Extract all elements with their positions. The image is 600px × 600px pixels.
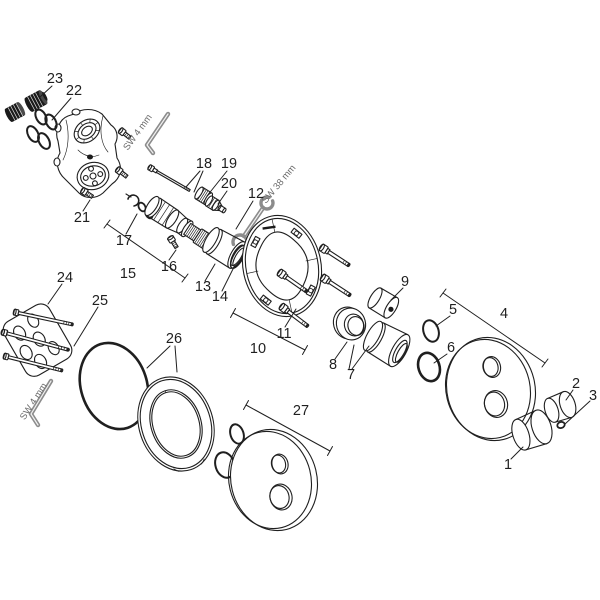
svg-text:24: 24 xyxy=(57,270,73,286)
allen-key-top: SW 4 mm xyxy=(121,111,171,156)
body-port-boss xyxy=(73,118,101,144)
screw-16 xyxy=(166,234,180,250)
svg-text:19: 19 xyxy=(221,156,237,172)
valve-body-drawing: SW 4 mm 23 22 21 xyxy=(4,71,171,226)
svg-text:9: 9 xyxy=(401,274,409,290)
sleeve-7 xyxy=(362,320,411,368)
svg-text:20: 20 xyxy=(221,176,237,192)
svg-text:7: 7 xyxy=(347,367,355,383)
cartridge-group: 15 16 17 18 19 20 xyxy=(103,156,237,283)
svg-text:8: 8 xyxy=(329,357,337,373)
callout-19: 19 xyxy=(206,156,237,197)
callout-26: 26 xyxy=(146,331,182,373)
callout-13: 13 xyxy=(195,263,216,295)
stop-ring-8 xyxy=(332,306,367,341)
callout-8: 8 xyxy=(329,341,348,373)
svg-text:6: 6 xyxy=(447,340,455,356)
svg-text:15: 15 xyxy=(120,266,136,282)
svg-text:10: 10 xyxy=(250,341,266,357)
svg-text:14: 14 xyxy=(212,289,228,305)
seal-ring-26 xyxy=(78,341,215,472)
svg-text:4: 4 xyxy=(500,306,508,322)
svg-text:2: 2 xyxy=(572,376,580,392)
svg-text:1: 1 xyxy=(504,457,512,473)
callout-21: 21 xyxy=(74,199,91,226)
svg-text:16: 16 xyxy=(161,259,177,275)
svg-text:25: 25 xyxy=(92,293,108,309)
allen-key-bottom: SW 4 mm xyxy=(18,378,54,428)
mounting-screw-2 xyxy=(318,272,354,300)
svg-text:18: 18 xyxy=(196,156,212,172)
callout-23: 23 xyxy=(39,71,63,98)
svg-text:11: 11 xyxy=(276,326,291,342)
oring-6 xyxy=(416,351,442,383)
mounting-screw-1 xyxy=(317,242,353,270)
callout-24: 24 xyxy=(47,270,73,305)
callout-22: 22 xyxy=(51,83,82,121)
callout-20: 20 xyxy=(217,176,237,205)
svg-text:3: 3 xyxy=(589,388,597,404)
knob-1 xyxy=(511,409,553,451)
callout-14: 14 xyxy=(212,268,234,305)
svg-text:13: 13 xyxy=(195,279,211,295)
sleeve-13 xyxy=(202,227,247,269)
adapter-20 xyxy=(204,195,227,214)
callout-2: 2 xyxy=(565,376,580,401)
callout-7: 7 xyxy=(347,344,370,383)
escutcheon-27 xyxy=(227,428,319,532)
callout-16: 16 xyxy=(161,249,177,275)
carrier-ring-10 xyxy=(241,214,323,318)
oring-5 xyxy=(422,319,440,343)
check-valve-orings xyxy=(26,108,58,150)
escutcheon-4 xyxy=(444,336,537,442)
svg-text:22: 22 xyxy=(66,83,82,99)
svg-text:21: 21 xyxy=(74,210,90,226)
wrench-label: SW 38 mm xyxy=(260,163,299,206)
body-flange xyxy=(76,161,110,191)
bracket-27: 27 xyxy=(243,400,333,456)
svg-text:26: 26 xyxy=(166,331,182,347)
long-screw-18 xyxy=(147,164,191,192)
svg-text:27: 27 xyxy=(293,403,309,419)
extension-9 xyxy=(367,287,400,319)
svg-text:12: 12 xyxy=(248,186,264,202)
callout-12: 12 xyxy=(235,186,264,230)
callout-25: 25 xyxy=(73,293,108,347)
callout-9: 9 xyxy=(390,274,409,301)
svg-text:5: 5 xyxy=(449,302,457,318)
callout-10: 10 xyxy=(230,308,308,357)
callout-1: 1 xyxy=(504,446,524,473)
callout-18: 18 xyxy=(185,156,212,193)
callout-3: 3 xyxy=(564,388,597,425)
check-valve-cap-left xyxy=(4,102,26,122)
svg-text:23: 23 xyxy=(47,71,63,87)
oring-3 xyxy=(556,420,566,430)
callout-11: 11 xyxy=(276,308,297,342)
callout-15: 15 xyxy=(103,219,189,283)
callout-6: 6 xyxy=(433,340,455,364)
callout-17: 17 xyxy=(116,213,138,249)
bracket-4: 4 xyxy=(439,288,549,368)
svg-text:17: 17 xyxy=(116,233,132,249)
callout-5: 5 xyxy=(435,302,457,327)
